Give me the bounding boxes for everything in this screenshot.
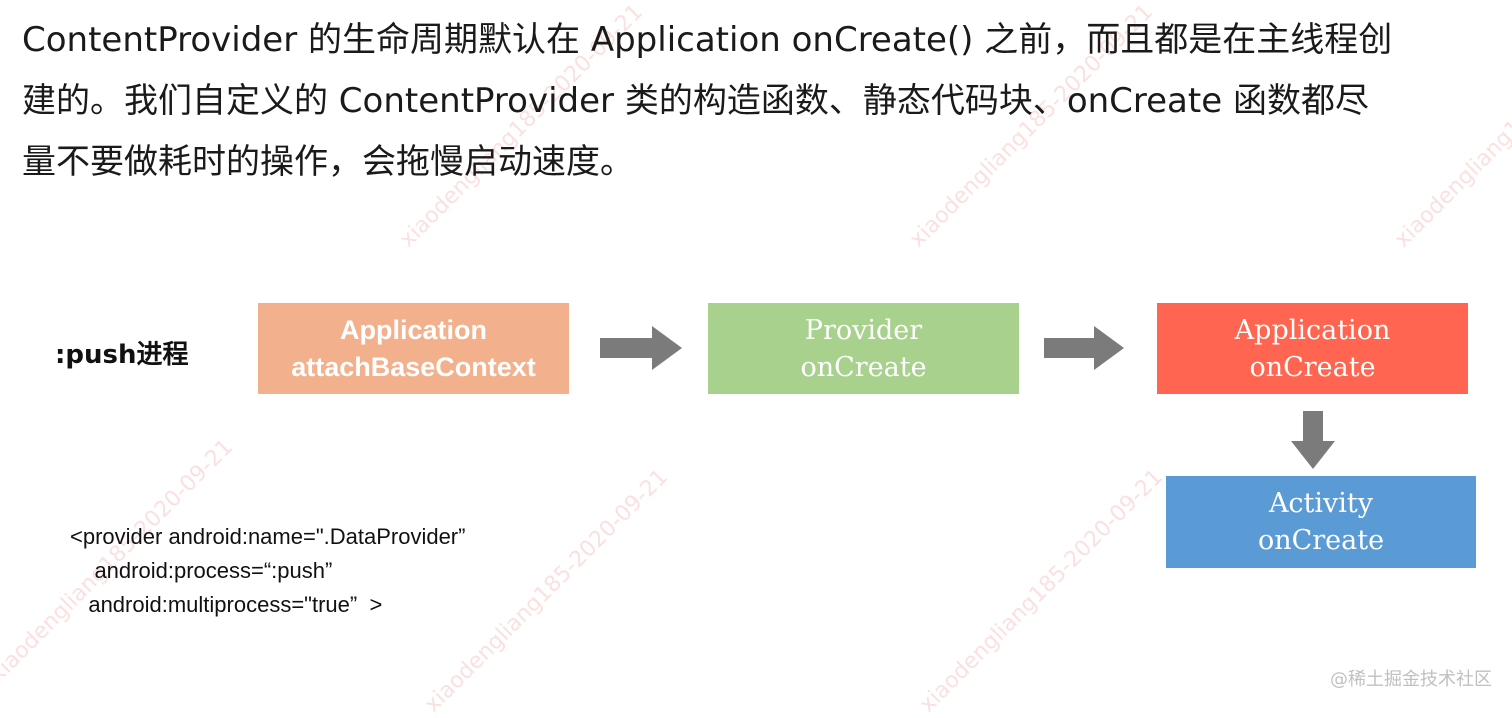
manifest-code-snippet: <provider android:name=".DataProvider” a… bbox=[70, 520, 465, 622]
box-label: onCreate bbox=[1249, 351, 1376, 383]
down-arrow-icon bbox=[1291, 411, 1335, 469]
box-label: Provider bbox=[804, 314, 923, 346]
box-label: onCreate bbox=[800, 351, 927, 383]
code-line: android:process=“:push” bbox=[70, 558, 333, 583]
right-arrow-icon bbox=[600, 326, 682, 370]
paragraph-line: 量不要做耗时的操作，会拖慢启动速度。 bbox=[22, 142, 634, 182]
activity-oncreate-box: Activity onCreate bbox=[1166, 476, 1476, 568]
paragraph-line: 建的。我们自定义的 ContentProvider 类的构造函数、静态代码块、o… bbox=[22, 81, 1369, 121]
source-credit: @稀土掘金技术社区 bbox=[1330, 669, 1492, 690]
paragraph-line: ContentProvider 的生命周期默认在 Application onC… bbox=[22, 20, 1393, 60]
right-arrow-icon bbox=[1044, 326, 1124, 370]
box-label: attachBaseContext bbox=[291, 351, 536, 382]
box-label: Application bbox=[340, 314, 487, 345]
box-label: Application bbox=[1234, 314, 1391, 346]
application-attach-base-context-box: Application attachBaseContext bbox=[258, 303, 569, 394]
process-label: :push进程 bbox=[55, 340, 189, 370]
code-line: <provider android:name=".DataProvider” bbox=[70, 524, 466, 549]
box-label: onCreate bbox=[1257, 525, 1385, 556]
watermark: xiaodengliang185-2020-09-21 bbox=[915, 464, 1169, 718]
description-paragraph: ContentProvider 的生命周期默认在 Application onC… bbox=[22, 10, 1497, 193]
box-label: Activity bbox=[1268, 488, 1374, 519]
application-oncreate-box: Application onCreate bbox=[1157, 303, 1468, 394]
code-line: android:multiprocess="true” > bbox=[70, 592, 383, 617]
provider-oncreate-box: Provider onCreate bbox=[708, 303, 1019, 394]
